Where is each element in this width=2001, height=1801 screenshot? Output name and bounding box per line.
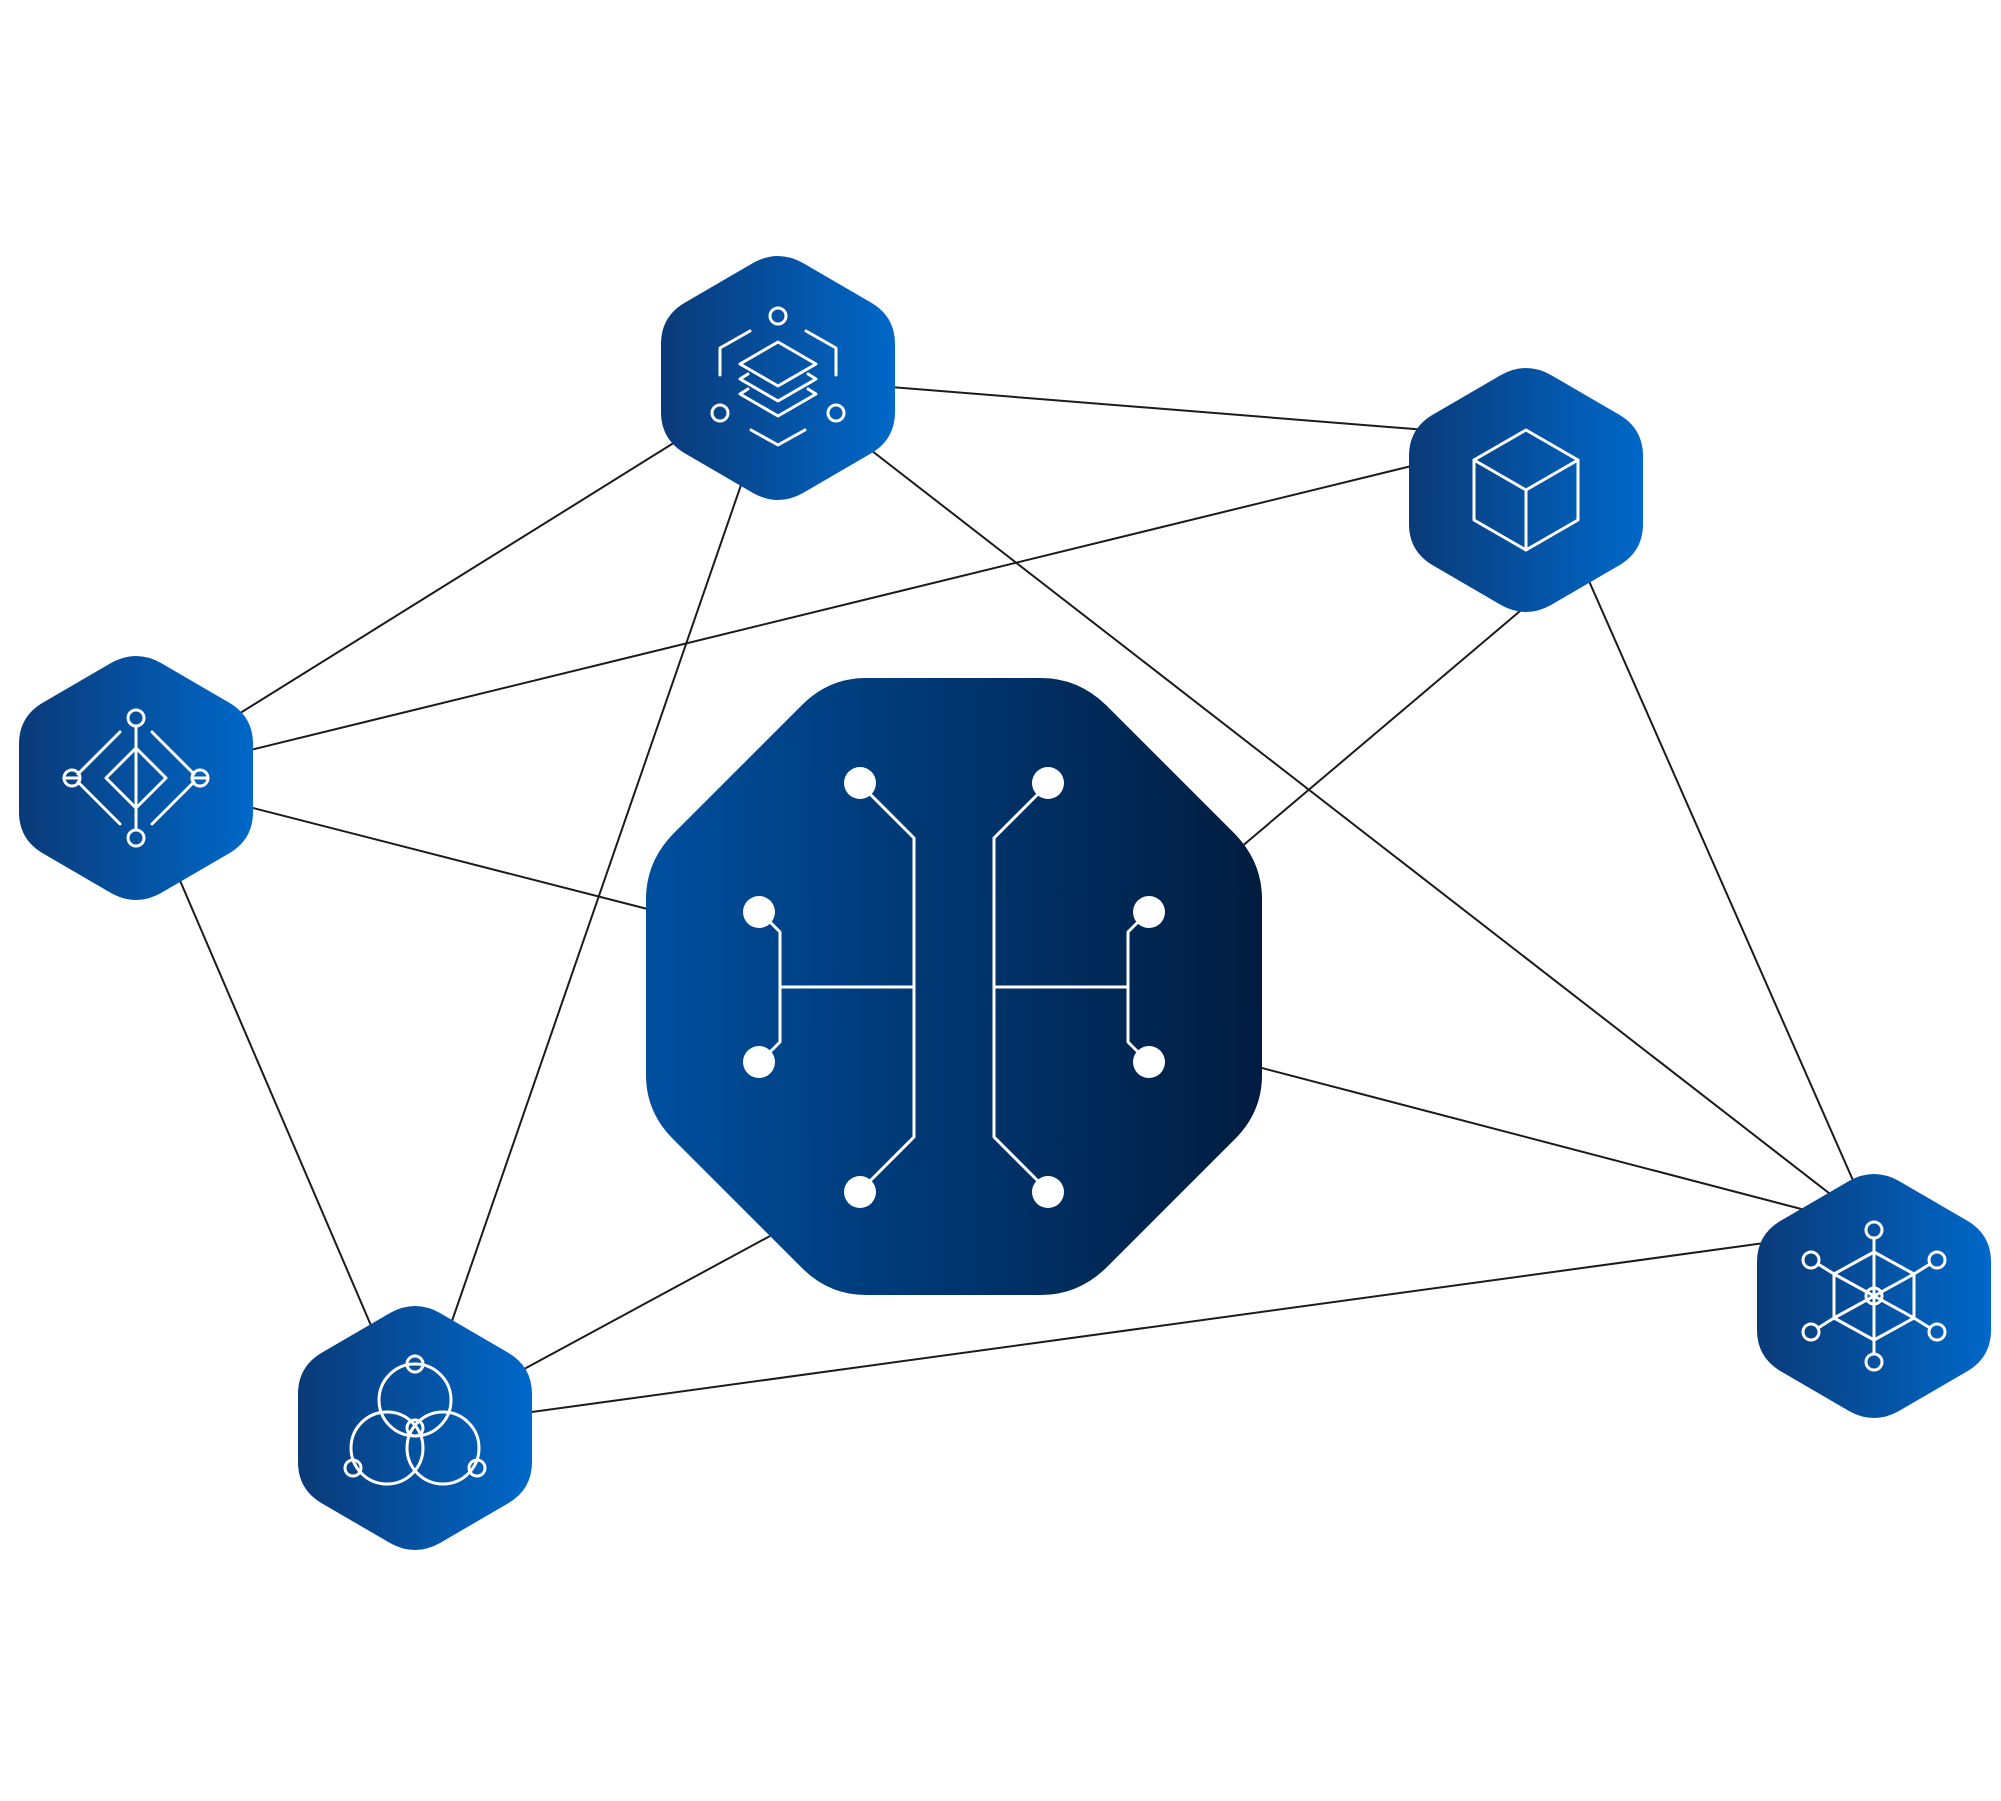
hub-node bbox=[646, 678, 1262, 1295]
hexagon-network-icon bbox=[1801, 1220, 1947, 1372]
edge-layers-hexnet bbox=[777, 377, 1875, 1229]
hexagon-shape bbox=[661, 256, 895, 500]
edge-cube-hub bbox=[1239, 605, 1527, 849]
edge-layer bbox=[135, 377, 1875, 1429]
venn-circles-icon bbox=[343, 1354, 487, 1486]
node-cube bbox=[1409, 368, 1643, 612]
node-layers bbox=[661, 256, 895, 500]
node-diamond bbox=[19, 656, 253, 900]
hub-octagon-shape bbox=[646, 678, 1262, 1295]
edge-layers-cube bbox=[777, 377, 1527, 439]
stacked-layers-icon bbox=[710, 306, 846, 447]
edge-cube-diamond bbox=[135, 437, 1527, 779]
node-hexnet bbox=[1757, 1174, 1991, 1418]
cube-icon bbox=[1472, 428, 1580, 552]
edge-layers-diamond bbox=[135, 377, 779, 779]
node-venn bbox=[298, 1306, 532, 1550]
edge-diamond-venn bbox=[135, 777, 416, 1429]
edge-venn-hexnet bbox=[414, 1227, 1875, 1429]
nested-diamond-network-icon bbox=[62, 708, 210, 848]
edge-layers-venn bbox=[414, 377, 779, 1429]
hexagon-shape bbox=[298, 1306, 532, 1550]
circuit-tree-icon bbox=[743, 767, 1165, 1208]
